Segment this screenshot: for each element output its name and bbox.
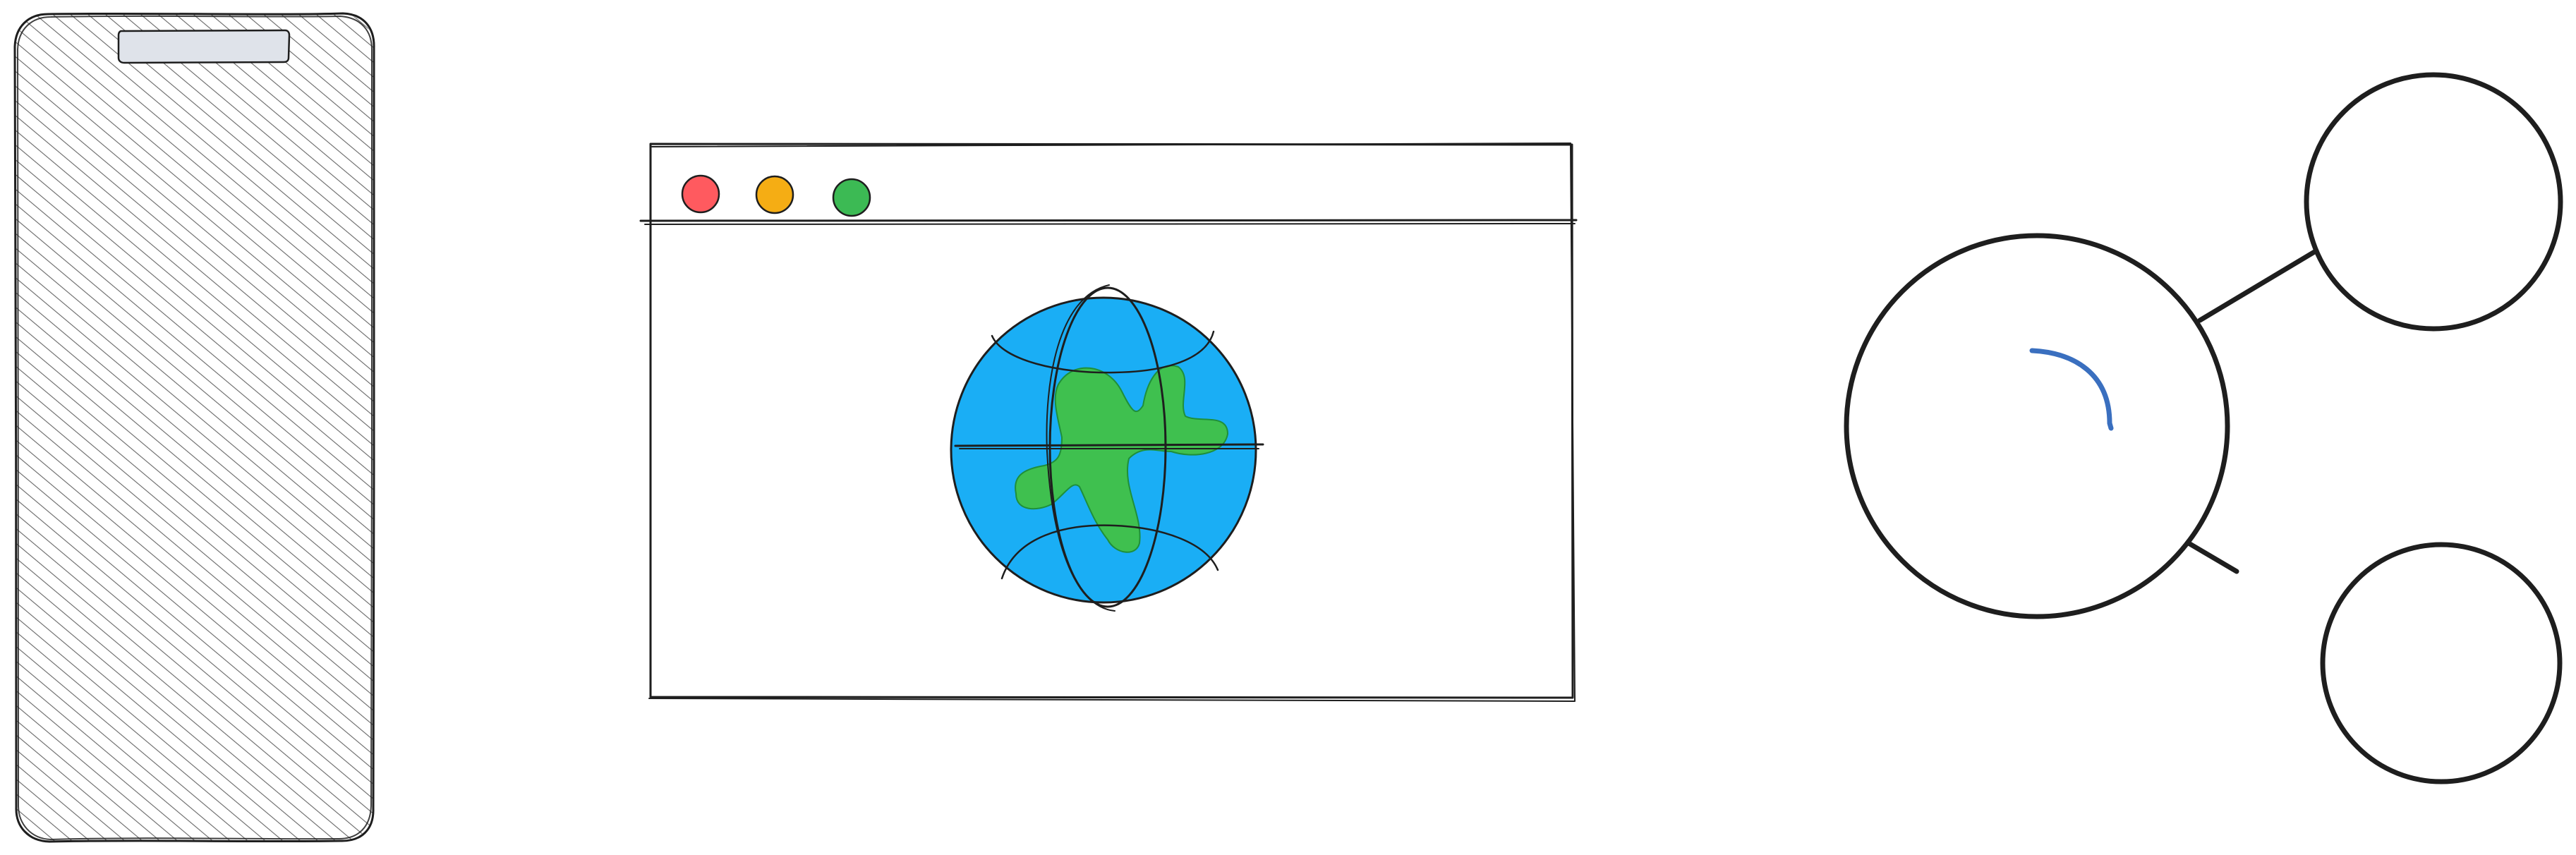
close-dot-icon — [681, 174, 720, 214]
globe-meridian — [1048, 286, 1167, 608]
top-right-node-circle — [2304, 72, 2563, 332]
connector-line-top — [2197, 248, 2318, 323]
browser-titlebar-divider — [639, 219, 1578, 222]
globe-land — [1015, 365, 1229, 553]
progress-arc — [2029, 348, 2114, 431]
share-network-icon — [1844, 72, 2563, 784]
minimize-dot-icon — [755, 175, 794, 214]
bottom-right-node-circle — [2320, 542, 2563, 784]
phone-icon — [13, 12, 375, 843]
globe-upper-latitude — [991, 330, 1215, 374]
main-node-circle — [1844, 233, 2230, 619]
phone-hatch-fill — [16, 14, 374, 841]
maximize-dot-icon — [832, 178, 871, 217]
globe-lower-latitude — [1000, 524, 1219, 580]
globe-equator — [954, 443, 1264, 447]
browser-window-icon — [639, 142, 1578, 702]
connector-line-bottom — [2186, 540, 2239, 574]
phone-notch — [117, 29, 291, 64]
phone-body — [13, 12, 375, 843]
globe-icon — [950, 284, 1264, 612]
